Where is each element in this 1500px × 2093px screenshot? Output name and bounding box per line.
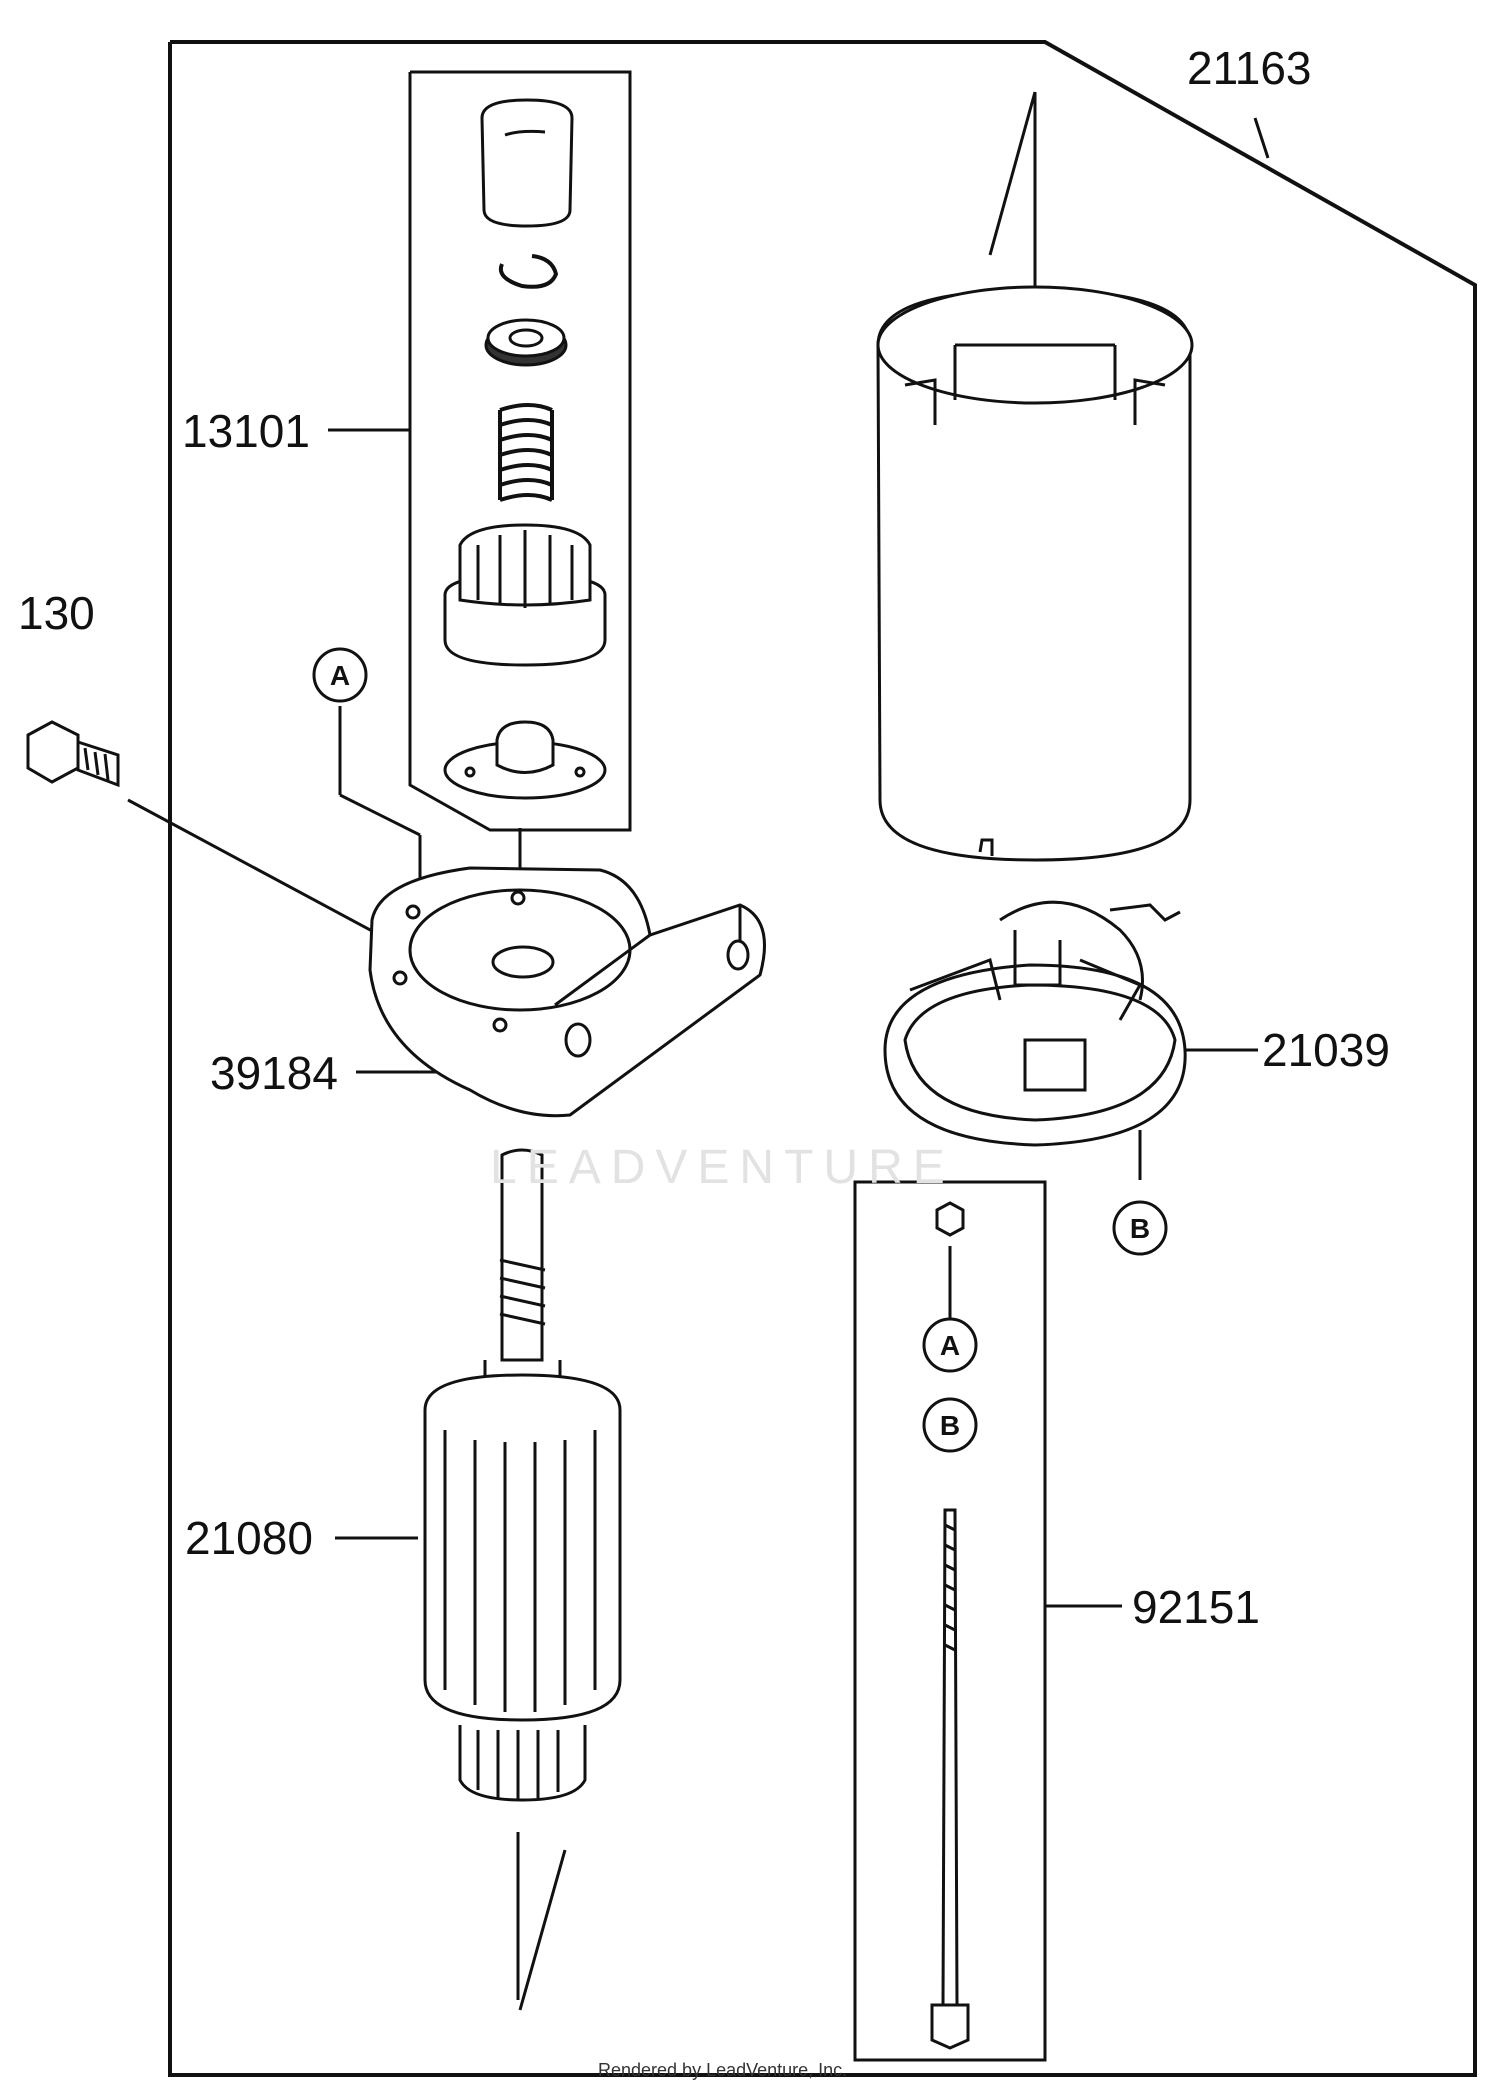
mounting-bolt: [26, 720, 120, 788]
ref-b-letter-lower: B: [940, 1410, 960, 1441]
drive-snap-ring: [499, 254, 559, 289]
ref-a-letter-lower: A: [940, 1330, 960, 1361]
ref-a-callout-upper: A: [312, 647, 368, 703]
part-label-21163: 21163: [1187, 42, 1312, 94]
ref-a-letter-upper: A: [330, 660, 350, 691]
render-credit: Rendered by LeadVenture, Inc.: [598, 2060, 848, 2080]
part-label-130: 130: [18, 587, 95, 639]
drive-pinion-gear: [443, 523, 607, 667]
drive-cap: [480, 98, 574, 228]
ref-a-callout-lower: A: [922, 1317, 978, 1373]
watermark-text: LEADVENTURE: [490, 1141, 955, 1194]
brush-holder-plate: [883, 900, 1187, 1147]
part-label-13101: 13101: [182, 405, 310, 457]
leader-21163: [1253, 117, 1270, 159]
drive-spring: [498, 403, 554, 502]
yoke-housing: [876, 285, 1194, 862]
box-92151: [853, 1180, 1047, 2062]
axis-line-ref-a2: [339, 793, 421, 837]
axis-line-armature-right: [518, 1849, 567, 2011]
part-label-92151: 92151: [1132, 1581, 1260, 1633]
through-bolt: [930, 1201, 970, 2050]
box-13101: [408, 70, 632, 832]
part-label-39184: 39184: [210, 1047, 338, 1099]
ref-b-letter-upper: B: [1130, 1213, 1150, 1244]
part-label-21039: 21039: [1262, 1024, 1390, 1076]
ref-b-callout-upper: B: [1112, 1200, 1168, 1256]
armature: [423, 1148, 622, 1802]
drive-collar: [484, 318, 568, 367]
drive-stop-plate: [443, 720, 607, 800]
drive-end-housing: [368, 866, 766, 1118]
axis-line-yoke-top: [988, 91, 1037, 256]
part-label-21080: 21080: [185, 1512, 313, 1564]
ref-b-callout-lower: B: [922, 1397, 978, 1453]
